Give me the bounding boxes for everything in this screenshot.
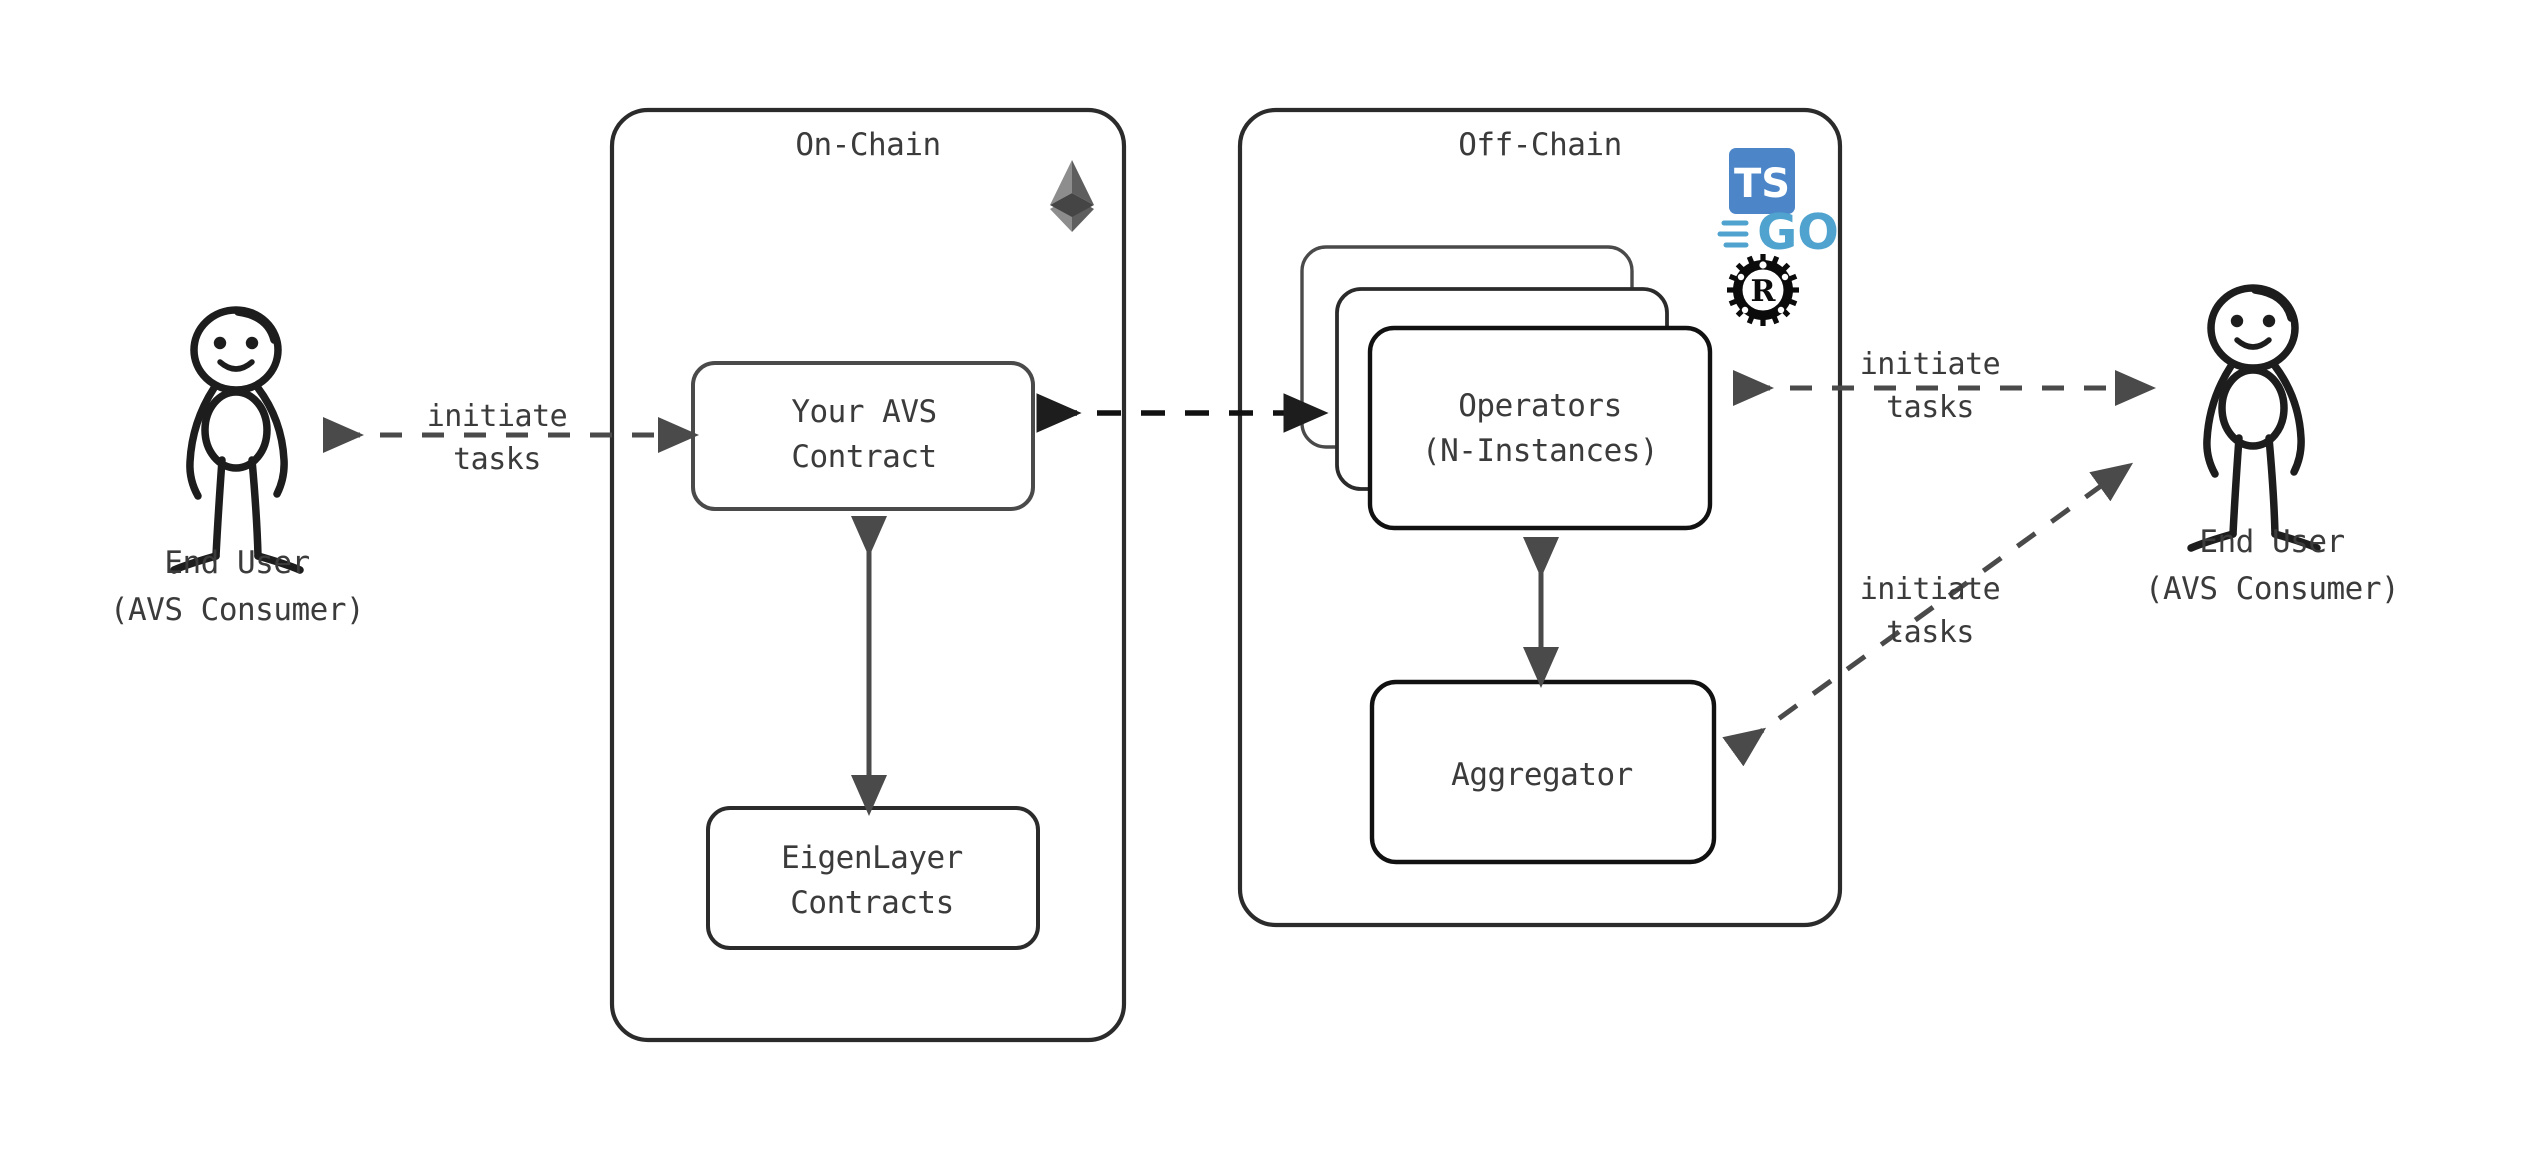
actor-label-right-line2: (AVS Consumer) xyxy=(2144,571,2400,607)
edge-label-user-right-top-line1: initiate xyxy=(1859,347,2001,382)
node-label-operators-line1: Operators xyxy=(1458,388,1622,424)
section-title-on-chain: On-Chain xyxy=(795,127,941,163)
edge-aggregator-to-user-right xyxy=(1722,462,2134,767)
section-container-on-chain xyxy=(609,107,1127,1043)
node-box-operators[interactable] xyxy=(1367,325,1713,531)
actor-label-right-line1: End User xyxy=(2199,524,2345,560)
typescript-icon: TS xyxy=(1729,148,1795,214)
node-label-eigenlayer-line1: EigenLayer xyxy=(781,840,963,876)
node-label-eigenlayer-line2: Contracts xyxy=(790,885,954,921)
avatar-end-user-left xyxy=(170,306,304,574)
ethereum-icon xyxy=(1050,160,1094,232)
edge-label-user-left-line1: initiate xyxy=(426,399,568,434)
svg-text:TS: TS xyxy=(1734,161,1790,207)
svg-text:GO: GO xyxy=(1757,204,1839,261)
node-box-avs-contract[interactable] xyxy=(691,361,1035,511)
avatar-right-smile xyxy=(2234,337,2272,350)
svg-text:R: R xyxy=(1751,274,1777,309)
node-label-avs-contract-line1: Your AVS xyxy=(791,394,937,430)
avatar-end-user-right xyxy=(2187,284,2321,552)
section-title-off-chain: Off-Chain xyxy=(1458,127,1622,163)
node-label-aggregator: Aggregator xyxy=(1451,757,1633,793)
node-label-avs-contract-line2: Contract xyxy=(791,439,937,475)
node-label-operators-line2: (N-Instances) xyxy=(1421,433,1659,469)
go-icon: GO xyxy=(1717,204,1839,261)
avatar-left-smile xyxy=(217,359,255,372)
avatar-right-face xyxy=(2230,314,2276,328)
edge-label-user-left-line2: tasks xyxy=(453,442,541,477)
actor-label-left-line2: (AVS Consumer) xyxy=(109,592,365,628)
avatar-left-face xyxy=(213,336,259,350)
rust-icon: R xyxy=(1727,254,1799,326)
edge-label-user-right-top-line2: tasks xyxy=(1886,390,1974,425)
edge-label-user-right-bottom-line2: tasks xyxy=(1886,615,1974,650)
actor-label-left-line1: End User xyxy=(164,545,310,581)
edge-label-user-right-bottom-line1: initiate xyxy=(1859,572,2001,607)
